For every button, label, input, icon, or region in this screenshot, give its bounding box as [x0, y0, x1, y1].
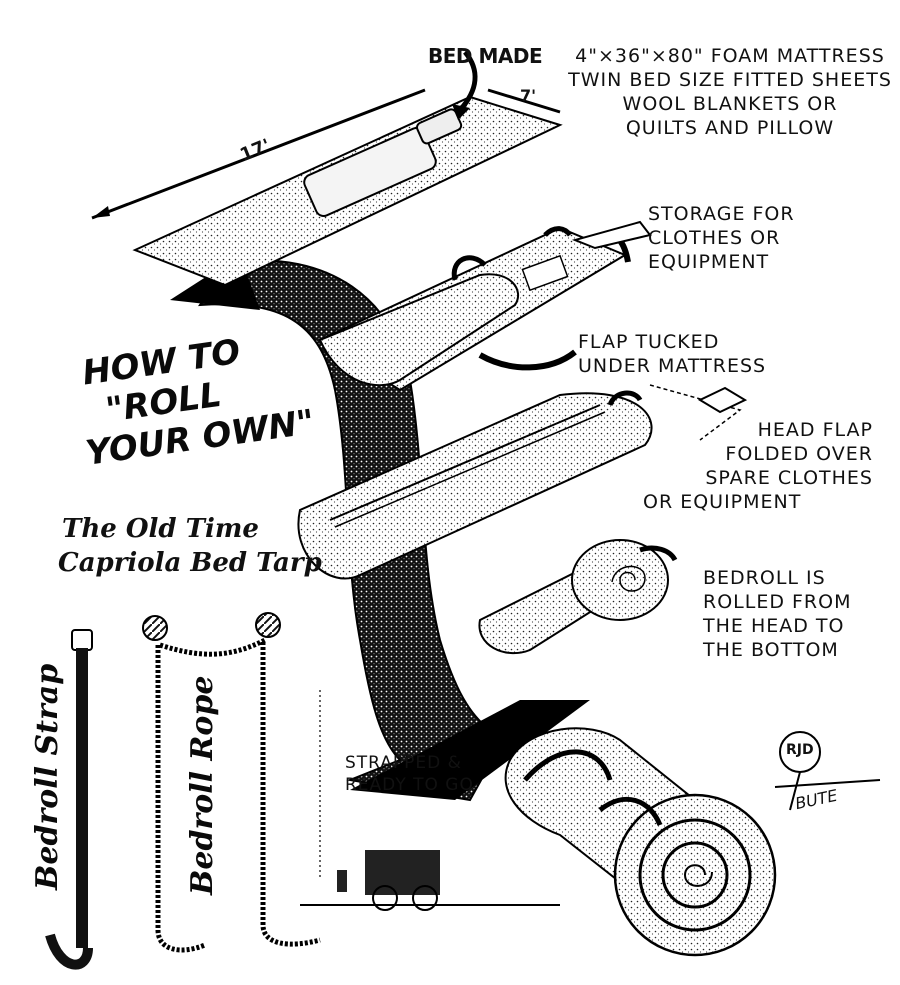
- flap-tucked-caption: FLAP TUCKED UNDER MATTRESS: [578, 330, 766, 378]
- bedroll-rolling: [478, 539, 678, 655]
- caption-line: UNDER MATTRESS: [578, 355, 767, 377]
- caption-line: OR EQUIPMENT: [643, 491, 802, 513]
- bed-made-caption: 4"×36"×80" FOAM MATTRESS TWIN BED SIZE F…: [565, 44, 895, 140]
- caption-line: STORAGE FOR: [648, 203, 795, 225]
- tarp-head-flap: [297, 384, 748, 580]
- caption-line: QUILTS AND PILLOW: [625, 117, 835, 139]
- signature-monogram: RJD: [786, 742, 814, 758]
- caption-line: BEDROLL IS: [703, 567, 826, 589]
- caption-line: EQUIPMENT: [648, 251, 770, 273]
- caption-line: HEAD FLAP: [757, 419, 873, 441]
- caption-line: WOOL BLANKETS OR: [622, 93, 838, 115]
- artist-signature: [774, 731, 881, 811]
- rolled-caption: BEDROLL IS ROLLED FROM THE HEAD TO THE B…: [703, 566, 851, 662]
- caption-line: SPARE CLOTHES: [705, 467, 873, 489]
- caption-line: FLAP TUCKED: [578, 331, 720, 353]
- bedroll-rope-illustration: [142, 612, 321, 953]
- tarp-bed-made: [91, 50, 563, 287]
- subtitle: The Old Time Capriola Bed Tarp: [58, 512, 322, 580]
- rope-label: Bedroll Rope: [185, 675, 220, 895]
- head-flap-caption: HEAD FLAP FOLDED OVER SPARE CLOTHES OR E…: [643, 418, 873, 514]
- caption-line: READY TO GO: [345, 775, 474, 795]
- caption-line: 4"×36"×80" FOAM MATTRESS: [575, 45, 885, 67]
- caption-line: TWIN BED SIZE FITTED SHEETS: [568, 69, 892, 91]
- caption-line: ROLLED FROM: [703, 591, 852, 613]
- dimension-width-label: 7': [520, 86, 537, 105]
- subtitle-line: Capriola Bed Tarp: [58, 548, 322, 578]
- caption-line: THE BOTTOM: [703, 639, 839, 661]
- tarp-flap-tucked: [317, 220, 652, 392]
- subtitle-line: The Old Time: [62, 514, 259, 544]
- bed-made-heading: BED MADE: [428, 44, 543, 68]
- bedroll-strap-illustration: [45, 629, 93, 970]
- caption-line: STRAPPED &: [345, 753, 462, 773]
- bedroll-strapped: [504, 727, 777, 957]
- stagecoach-scene: [300, 690, 560, 911]
- caption-line: THE HEAD TO: [703, 615, 845, 637]
- storage-caption: STORAGE FOR CLOTHES OR EQUIPMENT: [648, 202, 795, 274]
- caption-line: CLOTHES OR: [648, 227, 781, 249]
- caption-line: FOLDED OVER: [725, 443, 873, 465]
- strap-label: Bedroll Strap: [30, 663, 65, 890]
- strapped-caption: STRAPPED & READY TO GO: [345, 752, 474, 796]
